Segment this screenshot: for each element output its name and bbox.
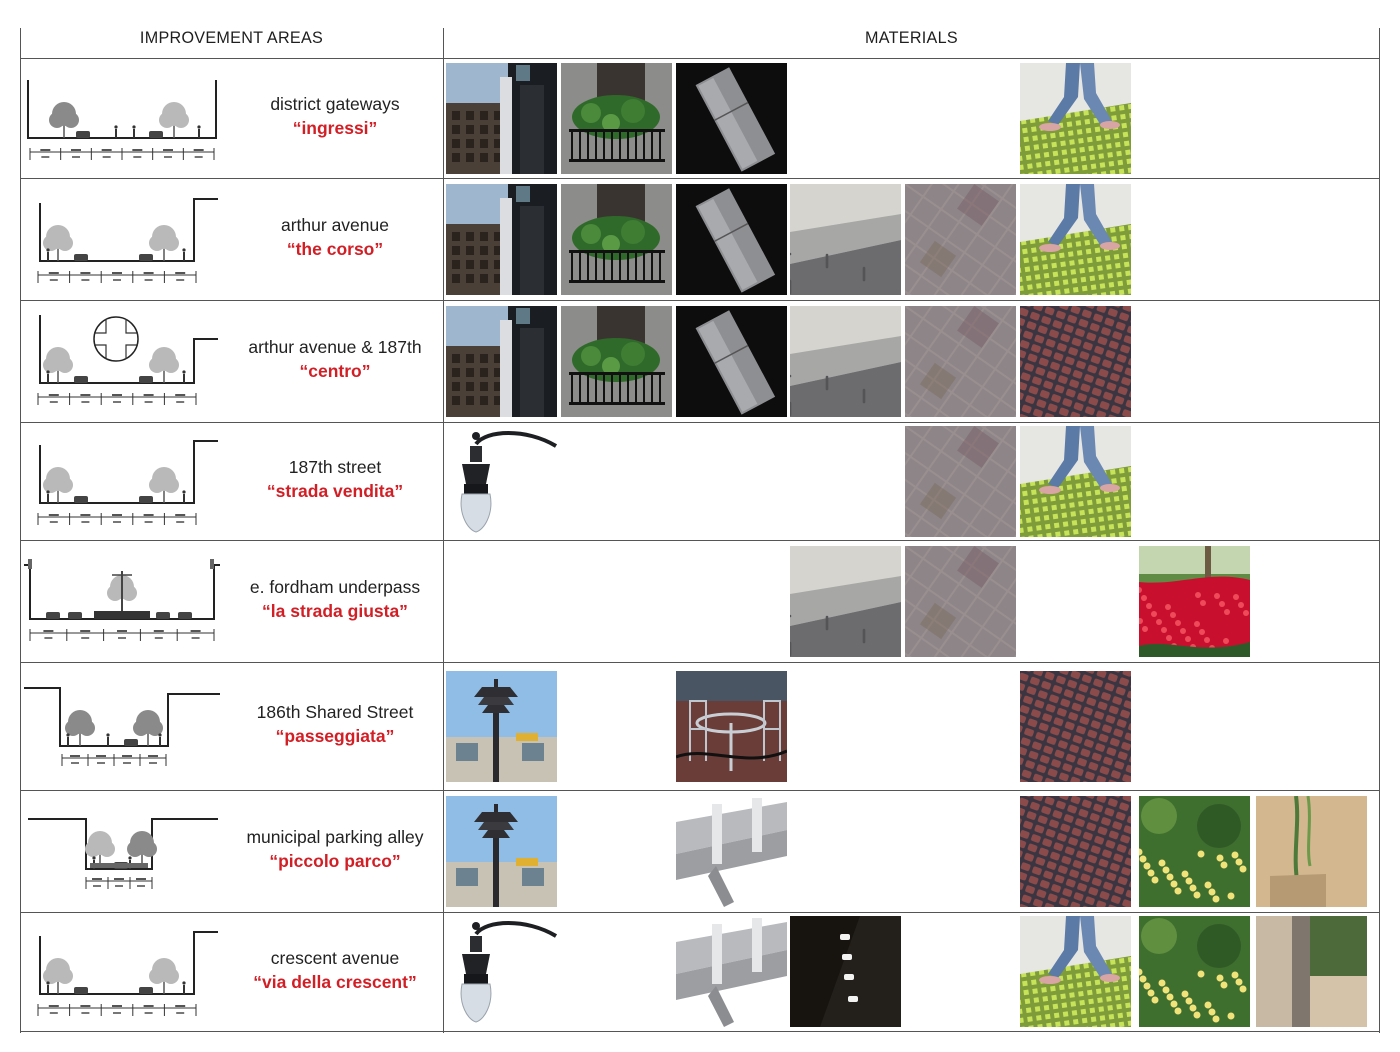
yellow-flowers-image (1139, 796, 1250, 907)
improvement-table: IMPROVEMENT AREAS MATERIALS district gat… (20, 18, 1380, 1033)
improvement-area-label: arthur avenue & 187th “centro” (235, 335, 435, 383)
table-bottom-border (20, 1031, 1380, 1032)
area-nickname: “piccolo parco” (269, 851, 401, 871)
grass-paver-walker-image (1020, 916, 1131, 1027)
pavers-image (905, 546, 1016, 657)
street-section-diagram (24, 922, 220, 1022)
yellow-flowers-image (1139, 916, 1250, 1027)
area-nickname: “the corso” (286, 239, 384, 259)
street-section-diagram (24, 68, 220, 168)
light-bollard-image (676, 306, 787, 417)
planter-fence-image (561, 184, 672, 295)
row-divider (20, 58, 1380, 59)
wall-planter-image (1256, 796, 1367, 907)
metal-bench-image (676, 796, 787, 907)
street-section-diagram (24, 431, 220, 531)
area-nickname: “ingressi” (292, 118, 378, 138)
street-section-diagram (24, 189, 220, 289)
area-nickname: “passeggiata” (275, 726, 395, 746)
row-divider (20, 662, 1380, 663)
area-name: 186th Shared Street (256, 702, 414, 722)
area-name: arthur avenue (281, 215, 389, 235)
granite-curb-image (790, 184, 901, 295)
pavers-image (905, 426, 1016, 537)
table-row: arthur avenue & 187th “centro” (20, 300, 1380, 422)
table-row: arthur avenue “the corso” (20, 178, 1380, 300)
pavers-image (905, 184, 1016, 295)
row-divider (20, 178, 1380, 179)
improvement-area-label: 186th Shared Street “passeggiata” (235, 700, 435, 748)
area-nickname: “la strada giusta” (262, 601, 408, 621)
right-border (1379, 28, 1380, 1033)
street-section-diagram (24, 311, 220, 411)
ground-lights-image (790, 916, 901, 1027)
grass-paver-walker-image (1020, 184, 1131, 295)
cobblestone-image (1020, 671, 1131, 782)
header-materials: MATERIALS (865, 28, 958, 47)
cobblestone-image (1020, 796, 1131, 907)
street-lamp-image (446, 426, 557, 537)
row-divider (20, 790, 1380, 791)
left-border (20, 28, 21, 1033)
table-row: district gateways “ingressi” (20, 58, 1380, 178)
street-lamp-image (446, 916, 557, 1027)
row-divider (20, 540, 1380, 541)
merchant-city-sign-image (446, 306, 557, 417)
improvement-area-label: arthur avenue “the corso” (235, 213, 435, 261)
street-section-diagram (24, 801, 220, 901)
area-nickname: “centro” (299, 361, 371, 381)
planter-fence-image (561, 63, 672, 174)
area-name: district gateways (270, 94, 400, 114)
grass-paver-walker-image (1020, 63, 1131, 174)
pavers-image (905, 306, 1016, 417)
header-improvement-areas: IMPROVEMENT AREAS (139, 28, 324, 47)
table-row: 186th Shared Street “passeggiata” (20, 662, 1380, 790)
light-bollard-image (676, 63, 787, 174)
improvement-area-label: 187th street “strada vendita” (235, 455, 435, 503)
area-name: crescent avenue (270, 948, 400, 968)
table-row: crescent avenue “via della crescent” (20, 912, 1380, 1031)
area-name: 187th street (288, 457, 382, 477)
merchant-city-sign-image (446, 63, 557, 174)
area-nickname: “via della crescent” (253, 972, 417, 992)
metal-bench-image (676, 916, 787, 1027)
area-nickname: “strada vendita” (266, 481, 404, 501)
row-divider (20, 422, 1380, 423)
pagoda-lamp-image (446, 671, 557, 782)
street-section-diagram (24, 551, 220, 651)
table-row: 187th street “strada vendita” (20, 422, 1380, 540)
red-flowers-image (1139, 546, 1250, 657)
cobblestone-image (1020, 306, 1131, 417)
pagoda-lamp-image (446, 796, 557, 907)
table-row: municipal parking alley “piccolo parco” (20, 790, 1380, 912)
improvement-area-label: municipal parking alley “piccolo parco” (235, 825, 435, 873)
improvement-area-label: crescent avenue “via della crescent” (235, 946, 435, 994)
granite-curb-image (790, 306, 901, 417)
column-divider (443, 28, 444, 1033)
street-section-diagram (24, 676, 220, 776)
row-divider (20, 912, 1380, 913)
light-bollard-image (676, 184, 787, 295)
curb-planter-image (1256, 916, 1367, 1027)
area-name: arthur avenue & 187th (248, 337, 422, 357)
area-name: municipal parking alley (246, 827, 424, 847)
row-divider (20, 300, 1380, 301)
area-name: e. fordham underpass (249, 577, 421, 597)
improvement-area-label: e. fordham underpass “la strada giusta” (235, 575, 435, 623)
granite-curb-image (790, 546, 901, 657)
cafe-tables-image (676, 671, 787, 782)
grass-paver-walker-image (1020, 426, 1131, 537)
merchant-city-sign-image (446, 184, 557, 295)
planter-fence-image (561, 306, 672, 417)
table-row: e. fordham underpass “la strada giusta” (20, 540, 1380, 662)
improvement-area-label: district gateways “ingressi” (235, 92, 435, 140)
